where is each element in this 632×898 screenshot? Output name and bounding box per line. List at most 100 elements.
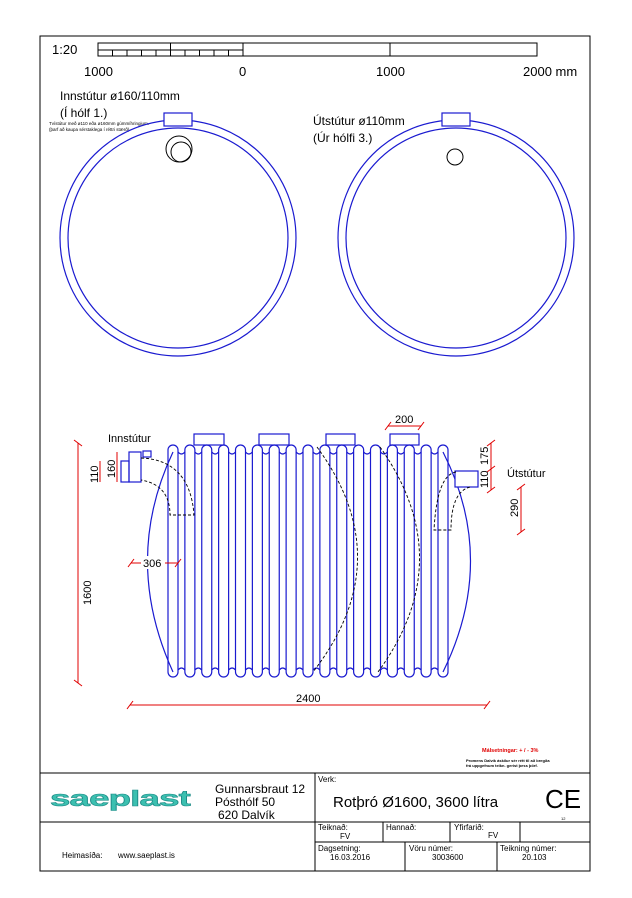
rib-valley bbox=[261, 451, 270, 455]
tank-rib bbox=[234, 444, 247, 678]
rib-valley bbox=[194, 667, 203, 671]
ce-year: 12 bbox=[561, 816, 566, 821]
rib-valley bbox=[261, 667, 270, 671]
inlet-note: Tvístútur með ø110 eða ø160mm gúmmíhring… bbox=[49, 120, 149, 126]
tank-rib bbox=[201, 444, 213, 678]
rib-valley bbox=[413, 667, 422, 671]
outlet-end-view: Útstútur ø110mm (Úr hólfi 3.) bbox=[313, 112, 575, 357]
inlet-title: Innstútur ø160/110mm bbox=[60, 89, 180, 103]
date-value: 16.03.2016 bbox=[330, 853, 371, 862]
outlet-sub: (Úr hólfi 3.) bbox=[313, 130, 372, 145]
saeplast-logo: saeplast bbox=[50, 786, 192, 811]
outlet-title: Útstútur ø110mm bbox=[313, 113, 405, 128]
tank-rib bbox=[251, 444, 263, 678]
rib-valley bbox=[346, 451, 355, 455]
title-block: saeplast Gunnarsbraut 12 Pósthólf 50 620… bbox=[40, 772, 590, 871]
tank-rib bbox=[386, 444, 398, 678]
rib-valley bbox=[278, 451, 287, 455]
dim-outlet-175: 175 bbox=[479, 447, 491, 465]
rib-valley bbox=[413, 451, 422, 455]
rib-valley bbox=[211, 451, 220, 455]
inlet-end-view: Innstútur ø160/110mm (Í hólf 1.) Tvístút… bbox=[49, 89, 297, 357]
date-label: Dagsetning: bbox=[318, 844, 361, 853]
dim-height: 1600 bbox=[82, 581, 94, 605]
rib-valley bbox=[346, 667, 355, 671]
dim-length: 2400 bbox=[296, 693, 320, 705]
tank-side-view: Innstútur Útstútur bbox=[108, 433, 546, 678]
rib-valley bbox=[245, 451, 253, 455]
inlet-note: (þarf að kaupa sérstaklega í réttri stær… bbox=[49, 126, 130, 132]
yfirfarid-value: FV bbox=[488, 831, 499, 840]
teiknad-value: FV bbox=[340, 832, 351, 841]
rib-valley bbox=[211, 667, 220, 671]
tank-rib bbox=[302, 444, 314, 678]
rib-valley bbox=[312, 667, 321, 671]
rib-valley bbox=[380, 667, 388, 671]
rib-valley bbox=[363, 451, 371, 455]
inlet-sub: (Í hólf 1.) bbox=[60, 105, 107, 120]
hannad-label: Hannað: bbox=[386, 823, 416, 832]
tank-rib bbox=[353, 444, 365, 678]
dim-inlet-110: 110 bbox=[89, 465, 101, 483]
dim-manhole: 200 bbox=[395, 414, 413, 426]
rib-valley bbox=[329, 667, 338, 671]
rib-valley bbox=[245, 667, 253, 671]
scale-label: 1:20 bbox=[52, 42, 77, 57]
disclaimer: Promens Dalvík áskilur sér rétt til að b… bbox=[466, 758, 550, 763]
website-label: Heimasíða: bbox=[62, 851, 102, 860]
rib-valley bbox=[228, 451, 236, 455]
drawing-label: Teikning númer: bbox=[500, 844, 556, 853]
inlet-label: Innstútur bbox=[108, 433, 151, 445]
rib-valley bbox=[396, 451, 405, 455]
tank-rib bbox=[336, 444, 348, 678]
rib-valley bbox=[430, 451, 439, 455]
tank-rib bbox=[420, 444, 432, 678]
address-line: Gunnarsbraut 12 bbox=[215, 782, 305, 796]
tank-rib bbox=[285, 444, 297, 678]
rib-valley bbox=[278, 667, 287, 671]
yfirfarid-label: Yfirfarið: bbox=[454, 823, 484, 832]
rib-valley bbox=[329, 451, 338, 455]
dim-inlet-160: 160 bbox=[106, 460, 118, 478]
tank-rib bbox=[319, 444, 331, 678]
rib-valley bbox=[295, 451, 304, 455]
verk-label: Verk: bbox=[318, 775, 336, 784]
tolerance-note: Málsetningar: + / - 3% bbox=[482, 748, 538, 754]
scale-tick: 0 bbox=[239, 64, 246, 79]
tank-rib bbox=[184, 444, 196, 678]
tank-rib bbox=[437, 444, 449, 678]
rib-valley bbox=[228, 667, 236, 671]
tank-rib bbox=[369, 444, 382, 678]
tank-rib bbox=[268, 444, 280, 678]
address-line: Pósthólf 50 bbox=[215, 795, 275, 809]
rib-valley bbox=[194, 451, 203, 455]
rib-valley bbox=[295, 667, 304, 671]
scale-tick: 1000 bbox=[84, 64, 113, 79]
teiknad-label: Teiknað: bbox=[318, 823, 348, 832]
website-value: www.saeplast.is bbox=[117, 851, 175, 860]
product-label: Vöru númer: bbox=[409, 844, 453, 853]
rib-valley bbox=[430, 667, 439, 671]
outlet-label: Útstútur bbox=[507, 467, 546, 480]
disclaimer: frá uppgefnum teikn. gerist þess þörf. bbox=[466, 763, 538, 768]
rib-valley bbox=[177, 667, 186, 671]
product-value: 3003600 bbox=[432, 853, 464, 862]
scale-bar: 1:20 1000 0 1000 2000 mm bbox=[52, 42, 577, 79]
scale-tick: 1000 bbox=[376, 64, 405, 79]
tank-rib bbox=[403, 444, 415, 678]
ce-mark: CE bbox=[545, 784, 581, 814]
verk-value: Rotþró Ø1600, 3600 lítra bbox=[333, 794, 499, 811]
tank-rib bbox=[167, 444, 179, 678]
rib-valley bbox=[363, 667, 371, 671]
dim-outlet-290: 290 bbox=[509, 499, 521, 517]
dimensions: 1600 2400 306 200 110 160 175 110 290 bbox=[73, 414, 526, 710]
scale-tick: 2000 mm bbox=[523, 64, 577, 79]
rib-valley bbox=[396, 667, 405, 671]
address-line: 620 Dalvík bbox=[218, 808, 276, 822]
rib-valley bbox=[312, 451, 321, 455]
dim-end: 306 bbox=[143, 558, 161, 570]
dim-outlet-110: 110 bbox=[479, 470, 491, 488]
drawing-value: 20.103 bbox=[522, 853, 547, 862]
tank-rib bbox=[218, 444, 230, 678]
